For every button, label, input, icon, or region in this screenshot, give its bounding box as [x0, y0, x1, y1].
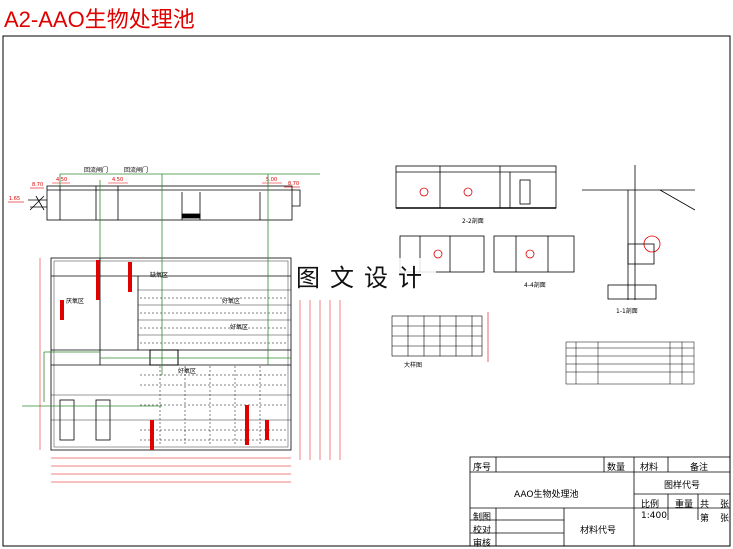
- section-2-2-label: 2-2剖面: [462, 218, 484, 225]
- tb-sheets-label: 张: [720, 500, 730, 510]
- tb-drawn-by: 制图: [473, 513, 492, 523]
- title-block: [469, 456, 731, 547]
- tb-scale-label: 比例: [641, 500, 660, 510]
- label-anaerobic: 厌氧区: [66, 298, 85, 305]
- dimension-lines: [39, 258, 341, 483]
- label-inlet-left: 回流闸门: [84, 167, 109, 174]
- svg-text:8.70: 8.70: [32, 182, 43, 188]
- tb-quantity: 数量: [607, 463, 626, 473]
- aeration-grid: [140, 297, 288, 446]
- elevation-marks: [8, 182, 300, 203]
- tb-drawing-code: 图样代号: [664, 481, 701, 491]
- tb-drawing-name: AAO生物处理池: [514, 490, 579, 500]
- tb-material: 材料: [640, 463, 659, 473]
- tb-sheet-no-label: 第: [700, 514, 710, 524]
- materials-table: [565, 341, 695, 385]
- pipe-lines: [22, 173, 320, 407]
- drawing-title: A2-AAO生物处理池: [4, 7, 195, 32]
- section-4-4-label: 4-4剖面: [524, 282, 546, 289]
- red-markers: [60, 260, 269, 450]
- svg-text:8.70: 8.70: [288, 181, 299, 187]
- tb-sheet-unit: 张: [720, 514, 730, 524]
- tb-approved-by: 审核: [473, 539, 492, 549]
- svg-text:4.50: 4.50: [56, 177, 67, 183]
- label-anoxic: 缺氧区: [150, 272, 169, 279]
- tb-remark: 备注: [690, 463, 709, 473]
- section-4-4: [399, 235, 575, 273]
- watermark-text: 图文设计: [292, 258, 436, 293]
- longitudinal-section: [28, 185, 301, 221]
- svg-text:1.65: 1.65: [9, 196, 20, 202]
- plan-view: [50, 257, 292, 451]
- detail-label: 大样图: [404, 362, 423, 369]
- tb-weight-label: 重量: [675, 500, 694, 510]
- section-2-2: [395, 165, 557, 209]
- label-aerobic-mid: 好氧区: [230, 324, 249, 331]
- section-1-1: [582, 165, 696, 300]
- label-aerobic-right: 好氧区: [178, 368, 197, 375]
- section-1-1-label: 1-1剖面: [616, 308, 638, 315]
- label-inlet-right: 回流闸门: [124, 167, 149, 174]
- tb-checked-by: 校对: [473, 526, 492, 536]
- tb-seq: 序号: [473, 463, 492, 473]
- svg-text:4.50: 4.50: [112, 177, 123, 183]
- drawing-frame: [2, 35, 731, 547]
- tb-total-label: 共: [700, 500, 710, 510]
- svg-text:5.00: 5.00: [266, 177, 277, 183]
- tb-material-code: 材料代号: [580, 526, 617, 536]
- tb-scale-value: 1:400: [641, 511, 667, 521]
- label-aerobic-left: 好氧区: [222, 298, 241, 305]
- detail-drawing: [391, 312, 489, 362]
